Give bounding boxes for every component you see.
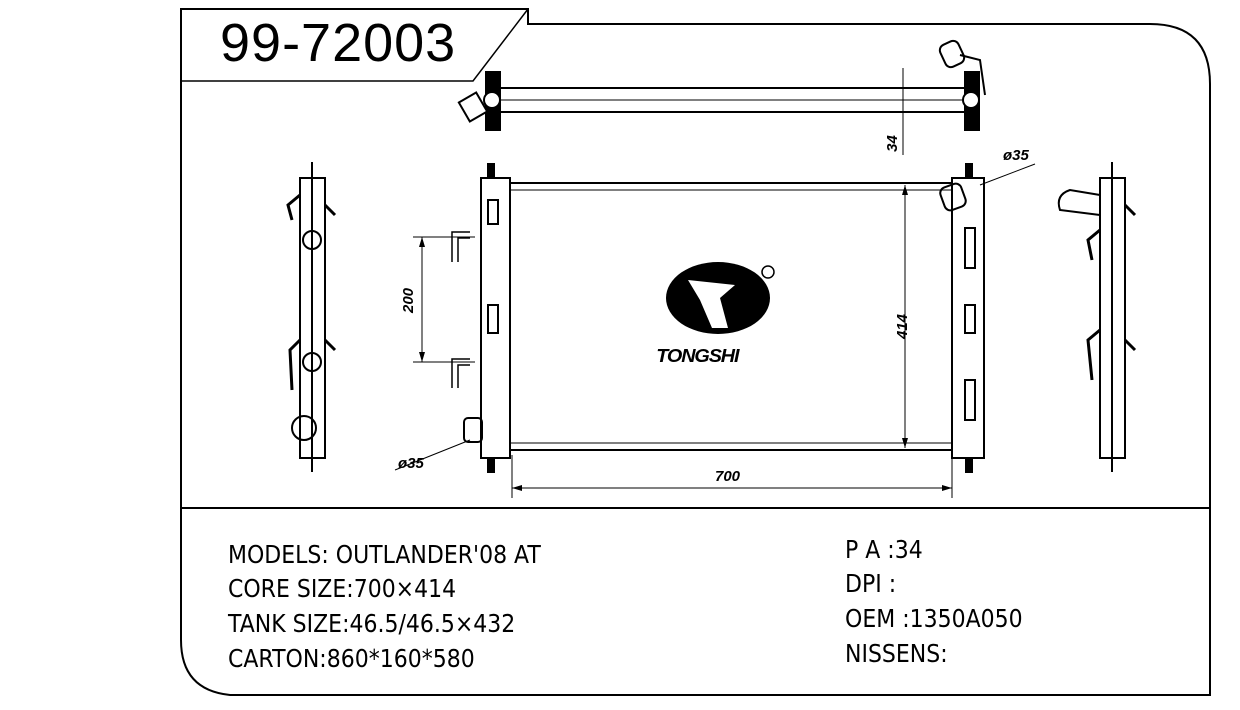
thickness-dimension: 34 [883, 135, 901, 152]
spec-carton: CARTON:860*160*580 [228, 644, 475, 673]
title-box-edge [181, 8, 529, 82]
right-tank [951, 177, 985, 459]
inlet-diameter: ø35 [1003, 147, 1029, 164]
height-dimension: 414 [894, 313, 912, 340]
spec-nissens: NISSENS: [845, 639, 948, 668]
spec-pa: P A :34 [845, 535, 923, 564]
pipe-spacing-dimension: 200 [400, 287, 418, 314]
width-dimension: 700 [715, 468, 741, 485]
brand-logo-text: TONGSHI [656, 346, 739, 366]
spec-oem: OEM :1350A050 [845, 604, 1023, 633]
outlet-diameter: ø35 [398, 455, 424, 472]
part-number-title: 99-72003 [220, 13, 457, 73]
spec-core-size: CORE SIZE:700×414 [228, 574, 457, 603]
spec-models: MODELS: OUTLANDER'08 AT [228, 540, 541, 569]
spec-dpi: DPI : [845, 569, 897, 598]
frame-border [180, 8, 1211, 696]
left-tank [480, 177, 511, 459]
spec-tank-size: TANK SIZE:46.5/46.5×432 [228, 609, 516, 638]
